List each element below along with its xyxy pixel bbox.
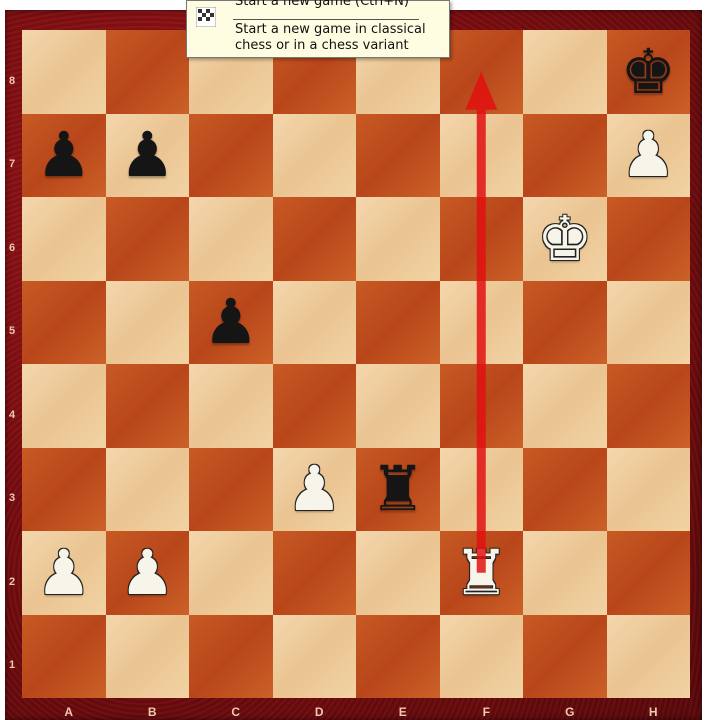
black-pawn-b7[interactable]: ♟ [119, 124, 175, 186]
square-h1[interactable] [607, 615, 691, 699]
square-f3[interactable] [440, 448, 524, 532]
square-f4[interactable] [440, 364, 524, 448]
square-g7[interactable] [523, 114, 607, 198]
square-b6[interactable] [106, 197, 190, 281]
square-b8[interactable] [106, 30, 190, 114]
square-a4[interactable] [22, 364, 106, 448]
new-game-icon [196, 7, 216, 27]
square-d7[interactable] [273, 114, 357, 198]
file-label-h: H [612, 705, 696, 719]
square-c7[interactable] [189, 114, 273, 198]
white-pawn-b2[interactable]: ♟ [119, 542, 175, 604]
white-rook-f2[interactable]: ♜ [453, 542, 509, 604]
square-g6[interactable]: ♚ [523, 197, 607, 281]
tooltip-description: Start a new game in classical chess or i… [235, 22, 440, 54]
file-label-g: G [528, 705, 612, 719]
square-f2[interactable]: ♜ [440, 531, 524, 615]
square-b2[interactable]: ♟ [106, 531, 190, 615]
square-g8[interactable] [523, 30, 607, 114]
white-pawn-d3[interactable]: ♟ [286, 458, 342, 520]
square-f5[interactable] [440, 281, 524, 365]
square-e7[interactable] [356, 114, 440, 198]
square-c6[interactable] [189, 197, 273, 281]
black-king-h8[interactable]: ♚ [620, 41, 676, 103]
square-a3[interactable] [22, 448, 106, 532]
square-b3[interactable] [106, 448, 190, 532]
rank-label-3: 3 [6, 492, 18, 504]
square-f7[interactable] [440, 114, 524, 198]
square-c1[interactable] [189, 615, 273, 699]
black-pawn-a7[interactable]: ♟ [36, 124, 92, 186]
square-h5[interactable] [607, 281, 691, 365]
white-pawn-h7[interactable]: ♟ [620, 124, 676, 186]
square-h3[interactable] [607, 448, 691, 532]
square-h4[interactable] [607, 364, 691, 448]
square-d5[interactable] [273, 281, 357, 365]
square-g1[interactable] [523, 615, 607, 699]
square-b4[interactable] [106, 364, 190, 448]
square-b5[interactable] [106, 281, 190, 365]
rank-label-7: 7 [6, 158, 18, 170]
square-g2[interactable] [523, 531, 607, 615]
square-h8[interactable]: ♚ [607, 30, 691, 114]
file-label-f: F [445, 705, 529, 719]
square-f1[interactable] [440, 615, 524, 699]
square-d1[interactable] [273, 615, 357, 699]
chess-board[interactable]: ♚ ♟ ♟ ♟ ♚ ♟ ♟ ♜ ♟ ♟ ♜ [22, 30, 690, 698]
square-d4[interactable] [273, 364, 357, 448]
rank-label-1: 1 [6, 659, 18, 671]
black-rook-e3[interactable]: ♜ [370, 458, 426, 520]
file-label-b: B [111, 705, 195, 719]
rank-label-5: 5 [6, 325, 18, 337]
square-d2[interactable] [273, 531, 357, 615]
white-king-g6[interactable]: ♚ [537, 208, 593, 270]
square-a6[interactable] [22, 197, 106, 281]
square-e6[interactable] [356, 197, 440, 281]
square-c3[interactable] [189, 448, 273, 532]
square-a5[interactable] [22, 281, 106, 365]
square-d3[interactable]: ♟ [273, 448, 357, 532]
square-a1[interactable] [22, 615, 106, 699]
new-game-tooltip: Start a new game (Ctrl+N) Start a new ga… [186, 0, 450, 58]
rank-label-8: 8 [6, 75, 18, 87]
square-g3[interactable] [523, 448, 607, 532]
square-e2[interactable] [356, 531, 440, 615]
square-b1[interactable] [106, 615, 190, 699]
square-h6[interactable] [607, 197, 691, 281]
square-a7[interactable]: ♟ [22, 114, 106, 198]
tooltip-title: Start a new game (Ctrl+N) [235, 0, 409, 9]
file-label-d: D [278, 705, 362, 719]
square-c5[interactable]: ♟ [189, 281, 273, 365]
square-g4[interactable] [523, 364, 607, 448]
white-pawn-a2[interactable]: ♟ [36, 542, 92, 604]
file-label-c: C [194, 705, 278, 719]
square-e3[interactable]: ♜ [356, 448, 440, 532]
rank-label-2: 2 [6, 576, 18, 588]
square-a8[interactable] [22, 30, 106, 114]
square-e4[interactable] [356, 364, 440, 448]
square-e1[interactable] [356, 615, 440, 699]
square-h2[interactable] [607, 531, 691, 615]
square-e5[interactable] [356, 281, 440, 365]
square-c4[interactable] [189, 364, 273, 448]
square-a2[interactable]: ♟ [22, 531, 106, 615]
file-label-a: A [27, 705, 111, 719]
square-h7[interactable]: ♟ [607, 114, 691, 198]
file-label-e: E [361, 705, 445, 719]
square-g5[interactable] [523, 281, 607, 365]
black-pawn-c5[interactable]: ♟ [203, 291, 259, 353]
square-c2[interactable] [189, 531, 273, 615]
square-f6[interactable] [440, 197, 524, 281]
tooltip-separator [233, 19, 419, 20]
square-d6[interactable] [273, 197, 357, 281]
rank-label-6: 6 [6, 242, 18, 254]
square-f8[interactable] [440, 30, 524, 114]
square-b7[interactable]: ♟ [106, 114, 190, 198]
rank-label-4: 4 [6, 409, 18, 421]
